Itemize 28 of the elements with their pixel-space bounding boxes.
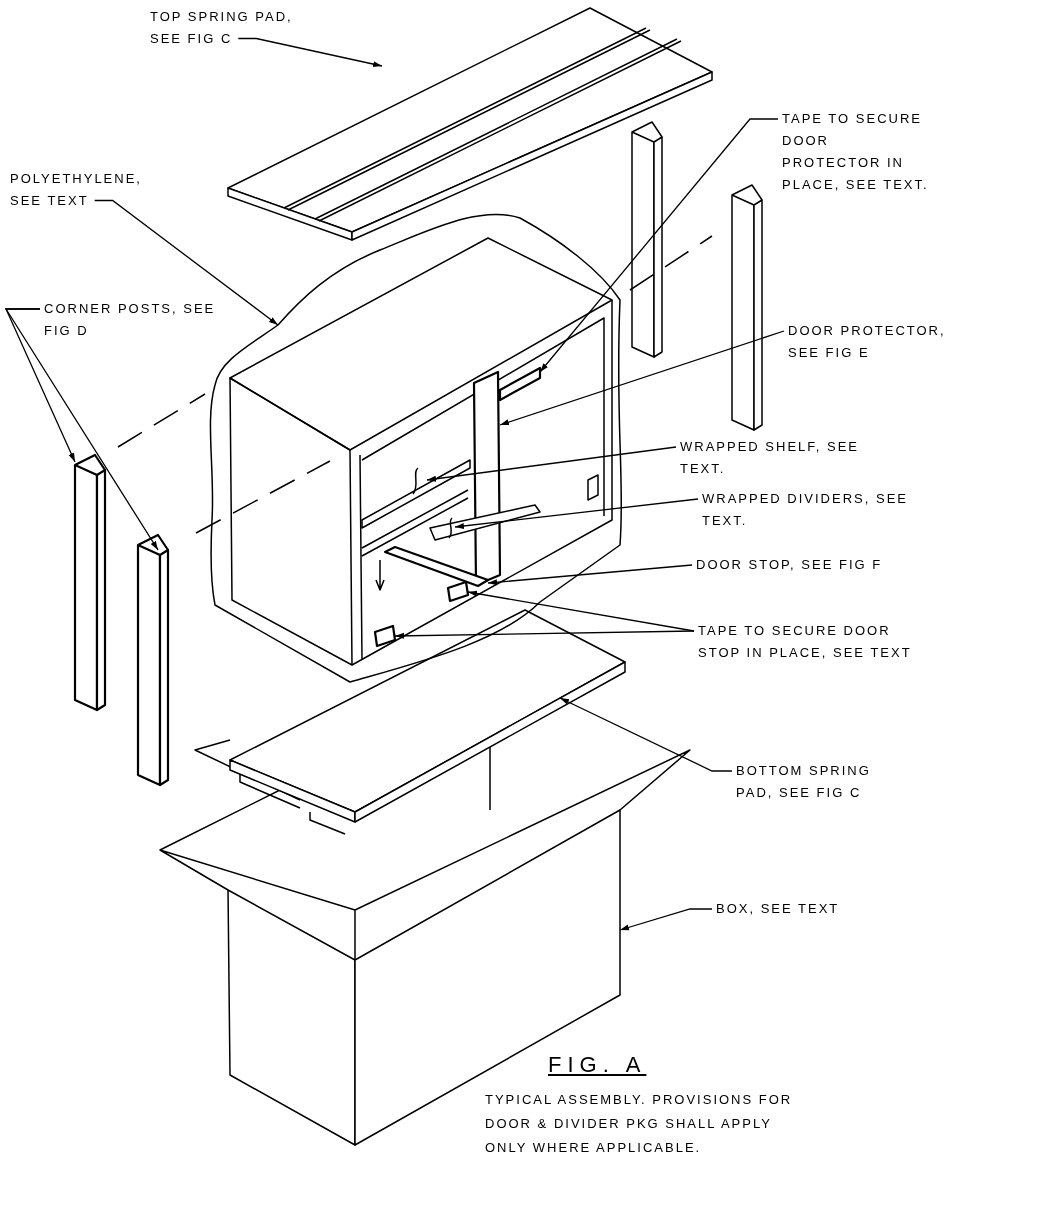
callout-label: TAPE TO SECURE DOOR STOP IN PLACE, SEE TEXT [698, 620, 928, 664]
callout-label: TOP SPRING PAD, SEE FIG C [150, 6, 320, 50]
callout-label: BOTTOM SPRING PAD, SEE FIG C [736, 760, 906, 804]
callout-label: BOX, SEE TEXT [716, 898, 886, 920]
callout-label: TAPE TO SECURE DOOR PROTECTOR IN PLACE, SEE TEXT. [782, 108, 932, 196]
leader-line [499, 330, 785, 426]
callout-label: WRAPPED DIVIDERS, SEE TEXT. [702, 488, 932, 532]
callout-label: POLYETHYLENE, SEE TEXT [10, 168, 160, 212]
leader-line [426, 446, 677, 482]
callout-label: WRAPPED SHELF, SEE TEXT. [680, 436, 880, 480]
leader-line [93, 199, 279, 326]
leader-line [394, 630, 695, 639]
corner-post-drawing [73, 453, 107, 712]
corner-post-drawing [136, 533, 170, 787]
leader-line [454, 498, 699, 529]
leader-line [539, 118, 779, 373]
leader-line [619, 908, 713, 931]
figure-title: FIG. A [548, 1052, 647, 1078]
callout-label: CORNER POSTS, SEE FIG D [44, 298, 224, 342]
leader-line [487, 564, 693, 586]
callout-label: DOOR PROTECTOR, SEE FIG E [788, 320, 963, 364]
leader-line [5, 308, 76, 463]
leader-line [4, 308, 159, 551]
figure-caption: TYPICAL ASSEMBLY. PROVISIONS FOR DOOR & DIVIDER PKG SHALL APPLY ONLY WHERE APPLICABLE. [485, 1091, 794, 1157]
spring-pad-drawing [229, 609, 626, 835]
leader-line [559, 697, 733, 772]
callout-label: DOOR STOP, SEE FIG F [696, 554, 886, 576]
leader-line [237, 37, 383, 67]
